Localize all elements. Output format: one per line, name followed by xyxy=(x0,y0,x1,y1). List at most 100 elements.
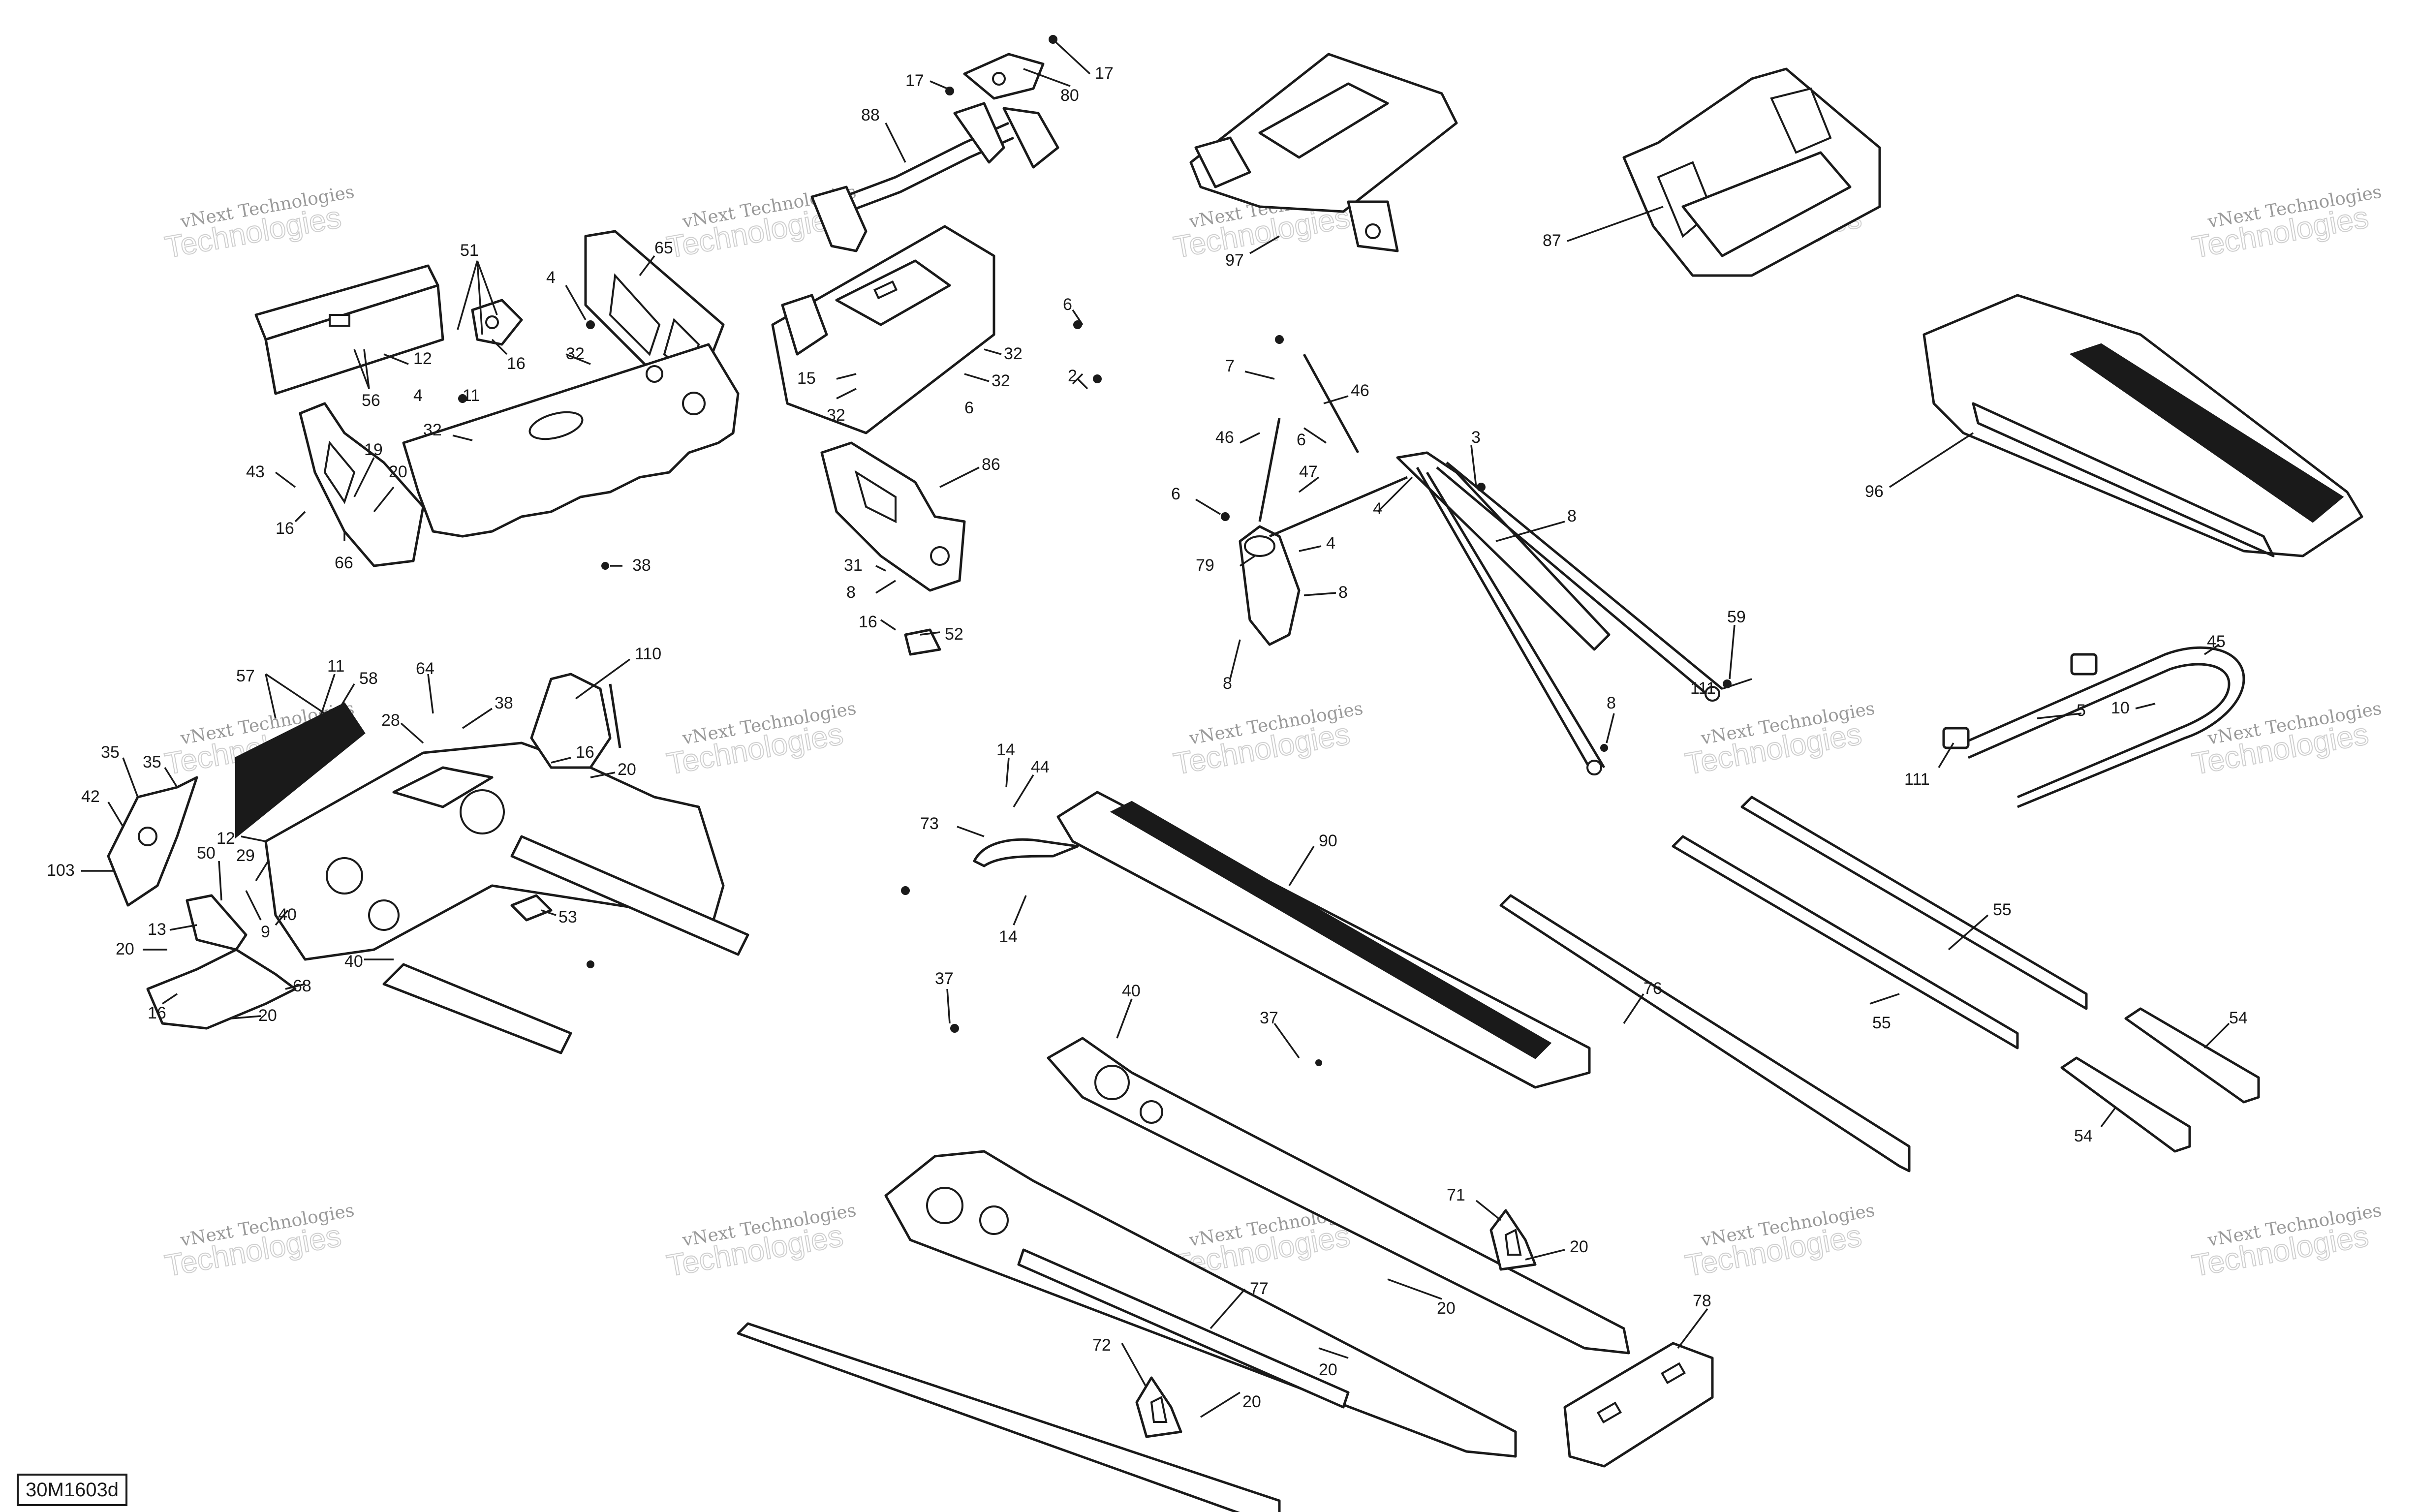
callout-label: 103 xyxy=(47,861,75,880)
callout-label: 16 xyxy=(576,743,594,762)
part-rail-76 xyxy=(1499,894,1911,1173)
callout-labels: 17 17 80 88 97 87 51 65 4 12 16 11 4 56 … xyxy=(47,64,2248,1411)
callout-label: 8 xyxy=(1567,507,1577,525)
part-bumper-45 xyxy=(1942,646,2245,808)
part-skid-68 xyxy=(146,948,297,1030)
callout-label: 40 xyxy=(278,905,297,924)
callout-label: 20 xyxy=(618,760,636,779)
part-arm-59 xyxy=(1396,451,1723,775)
callout-label: 13 xyxy=(148,920,166,939)
callout-label: 8 xyxy=(1607,694,1616,712)
callout-label: 6 xyxy=(1171,485,1180,503)
callout-label: 17 xyxy=(1095,64,1114,83)
callout-label: 47 xyxy=(1299,463,1318,481)
fastener xyxy=(945,87,954,95)
callout-label: 45 xyxy=(2207,632,2226,651)
callout-label: 88 xyxy=(861,106,880,124)
part-block-54-lower xyxy=(2060,1056,2191,1153)
callout-label: 12 xyxy=(217,829,235,848)
callout-label: 9 xyxy=(261,923,270,941)
callout-label: 12 xyxy=(413,349,432,368)
callout-label: 90 xyxy=(1319,832,1337,850)
part-bracket-103 xyxy=(107,776,198,907)
fastener xyxy=(601,562,609,570)
callout-label: 16 xyxy=(148,1004,166,1022)
callout-label: 54 xyxy=(2229,1009,2248,1027)
callout-label: 16 xyxy=(276,519,294,538)
figure-code-label: 30M1603d xyxy=(17,1474,128,1506)
part-strip-55-upper xyxy=(1740,796,2088,1010)
part-bracket-71 xyxy=(1489,1209,1537,1271)
callout-label: 32 xyxy=(566,344,585,363)
callout-label: 53 xyxy=(558,908,577,926)
callout-label: 68 xyxy=(293,977,311,995)
callout-label: 54 xyxy=(2074,1127,2093,1145)
fastener xyxy=(1315,1059,1322,1066)
callout-label: 57 xyxy=(236,667,255,685)
callout-label: 5 xyxy=(2077,701,2086,720)
callout-label: 37 xyxy=(1260,1009,1278,1027)
callout-label: 78 xyxy=(1693,1292,1711,1310)
callout-label: 19 xyxy=(364,440,383,459)
watermark: Technologies vNext Technologies xyxy=(162,1200,356,1284)
callout-label: 20 xyxy=(1570,1237,1588,1256)
part-rods-46-47 xyxy=(1258,353,1408,538)
part-heatexchanger-90 xyxy=(1056,791,1591,1089)
callout-label: 40 xyxy=(344,952,363,971)
callout-label: 50 xyxy=(197,844,216,863)
part-panel-56 xyxy=(254,264,444,395)
callout-label: 46 xyxy=(1215,428,1234,447)
fastener xyxy=(1221,512,1230,521)
part-chassis-center xyxy=(771,225,995,434)
callout-label: 58 xyxy=(359,669,378,688)
fastener xyxy=(1049,35,1057,44)
callout-label: 10 xyxy=(2111,699,2130,717)
callout-label: 66 xyxy=(335,554,353,572)
parts-layer xyxy=(107,35,2363,1512)
callout-label: 44 xyxy=(1031,758,1050,776)
watermark: Technologies vNext Technologies xyxy=(162,182,356,265)
callout-label: 7 xyxy=(1225,357,1235,375)
fastener xyxy=(1093,374,1102,383)
fastener xyxy=(1073,320,1082,329)
callout-label: 111 xyxy=(1904,770,1930,789)
callout-label: 35 xyxy=(101,743,120,762)
fastener xyxy=(950,1024,959,1033)
callout-label: 4 xyxy=(546,268,556,287)
callout-label: 20 xyxy=(1319,1360,1337,1379)
watermark: Technologies vNext Technologies xyxy=(1682,1200,1876,1284)
callout-label: 46 xyxy=(1351,381,1369,400)
part-rail-77 xyxy=(737,1322,1281,1512)
part-strip-55-lower xyxy=(1672,835,2019,1049)
part-plate-50 xyxy=(186,894,248,951)
part-block-54-upper xyxy=(2124,1007,2260,1104)
watermark: Technologies vNext Technologies xyxy=(2189,1200,2383,1284)
part-bracket-110 xyxy=(530,673,621,769)
callout-label: 55 xyxy=(1993,900,2012,919)
callout-label: 14 xyxy=(996,741,1015,759)
part-rail-40-upper xyxy=(1047,1037,1630,1355)
callout-label: 8 xyxy=(1338,583,1348,602)
callout-label: 4 xyxy=(1326,534,1335,553)
fastener xyxy=(1477,483,1486,492)
callout-label: 8 xyxy=(1223,674,1232,693)
callout-label: 32 xyxy=(423,421,442,439)
callout-label: 35 xyxy=(143,753,161,771)
callout-label: 6 xyxy=(1297,431,1306,449)
callout-label: 38 xyxy=(495,694,513,712)
callout-label: 51 xyxy=(460,241,479,260)
callout-label: 32 xyxy=(1004,344,1023,363)
callout-label: 37 xyxy=(935,969,954,988)
watermark: Technologies vNext Technologies xyxy=(2189,698,2383,782)
part-clip-53 xyxy=(510,894,553,922)
callout-label: 16 xyxy=(859,613,877,631)
part-bracket-86 xyxy=(820,441,966,592)
part-clip-52 xyxy=(904,628,941,656)
callout-label: 6 xyxy=(1063,295,1072,314)
part-rail-40-lower xyxy=(884,1150,1517,1458)
callout-label: 20 xyxy=(258,1006,277,1025)
part-steering-88 xyxy=(810,102,1059,252)
watermark: Technologies vNext Technologies xyxy=(1682,698,1876,782)
callout-label: 110 xyxy=(635,645,661,663)
callout-label: 42 xyxy=(81,787,100,806)
